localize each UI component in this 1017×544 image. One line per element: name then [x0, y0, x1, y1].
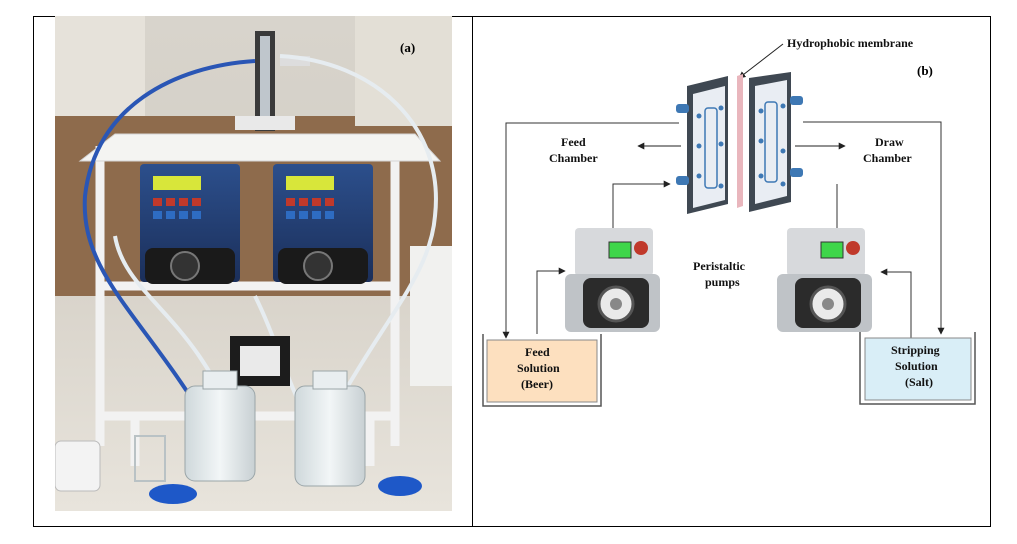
schematic-diagram: (b) Hydrophobic membrane Feed Chamber Dr…	[482, 36, 976, 407]
stripping-solution-line1: Stripping	[891, 343, 940, 357]
pumps-label-line1: Peristaltic	[693, 259, 746, 273]
blue-cap	[149, 484, 197, 504]
membrane-module	[235, 31, 310, 131]
feed-chamber-line1: Feed	[561, 135, 586, 149]
peristaltic-pump-icon	[777, 228, 872, 332]
panel-divider	[472, 16, 473, 527]
feed-solution-tank: Feed Solution (Beer)	[482, 334, 602, 407]
tape-roll	[55, 440, 101, 492]
figure-frame	[33, 16, 991, 527]
feed-solution-line2: Solution	[517, 361, 560, 375]
bottle-draw	[294, 370, 366, 487]
pump-right	[273, 164, 373, 284]
stripping-solution-tank: Stripping Solution (Salt)	[859, 332, 976, 405]
draw-chamber-line1: Draw	[875, 135, 904, 149]
feed-solution-line1: Feed	[525, 345, 550, 359]
peristaltic-pump-icon	[565, 228, 660, 332]
stripping-solution-line2: Solution	[895, 359, 938, 373]
blue-cap	[378, 476, 422, 496]
membrane-arrow	[738, 43, 784, 79]
panel-a-label: (a)	[400, 40, 415, 55]
lab-setup-photo: (a)	[55, 16, 452, 511]
draw-chamber-line2: Chamber	[863, 151, 912, 165]
feed-chamber-line2: Chamber	[549, 151, 598, 165]
membrane-label: Hydrophobic membrane	[787, 36, 914, 50]
bottle-feed	[184, 370, 256, 482]
pumps-label-line2: pumps	[705, 275, 740, 289]
feed-solution-line3: (Beer)	[521, 377, 553, 391]
membrane-module-icon	[676, 72, 803, 214]
panel-b-label: (b)	[917, 63, 933, 78]
stripping-solution-line3: (Salt)	[905, 375, 933, 389]
pump-left	[140, 164, 240, 284]
